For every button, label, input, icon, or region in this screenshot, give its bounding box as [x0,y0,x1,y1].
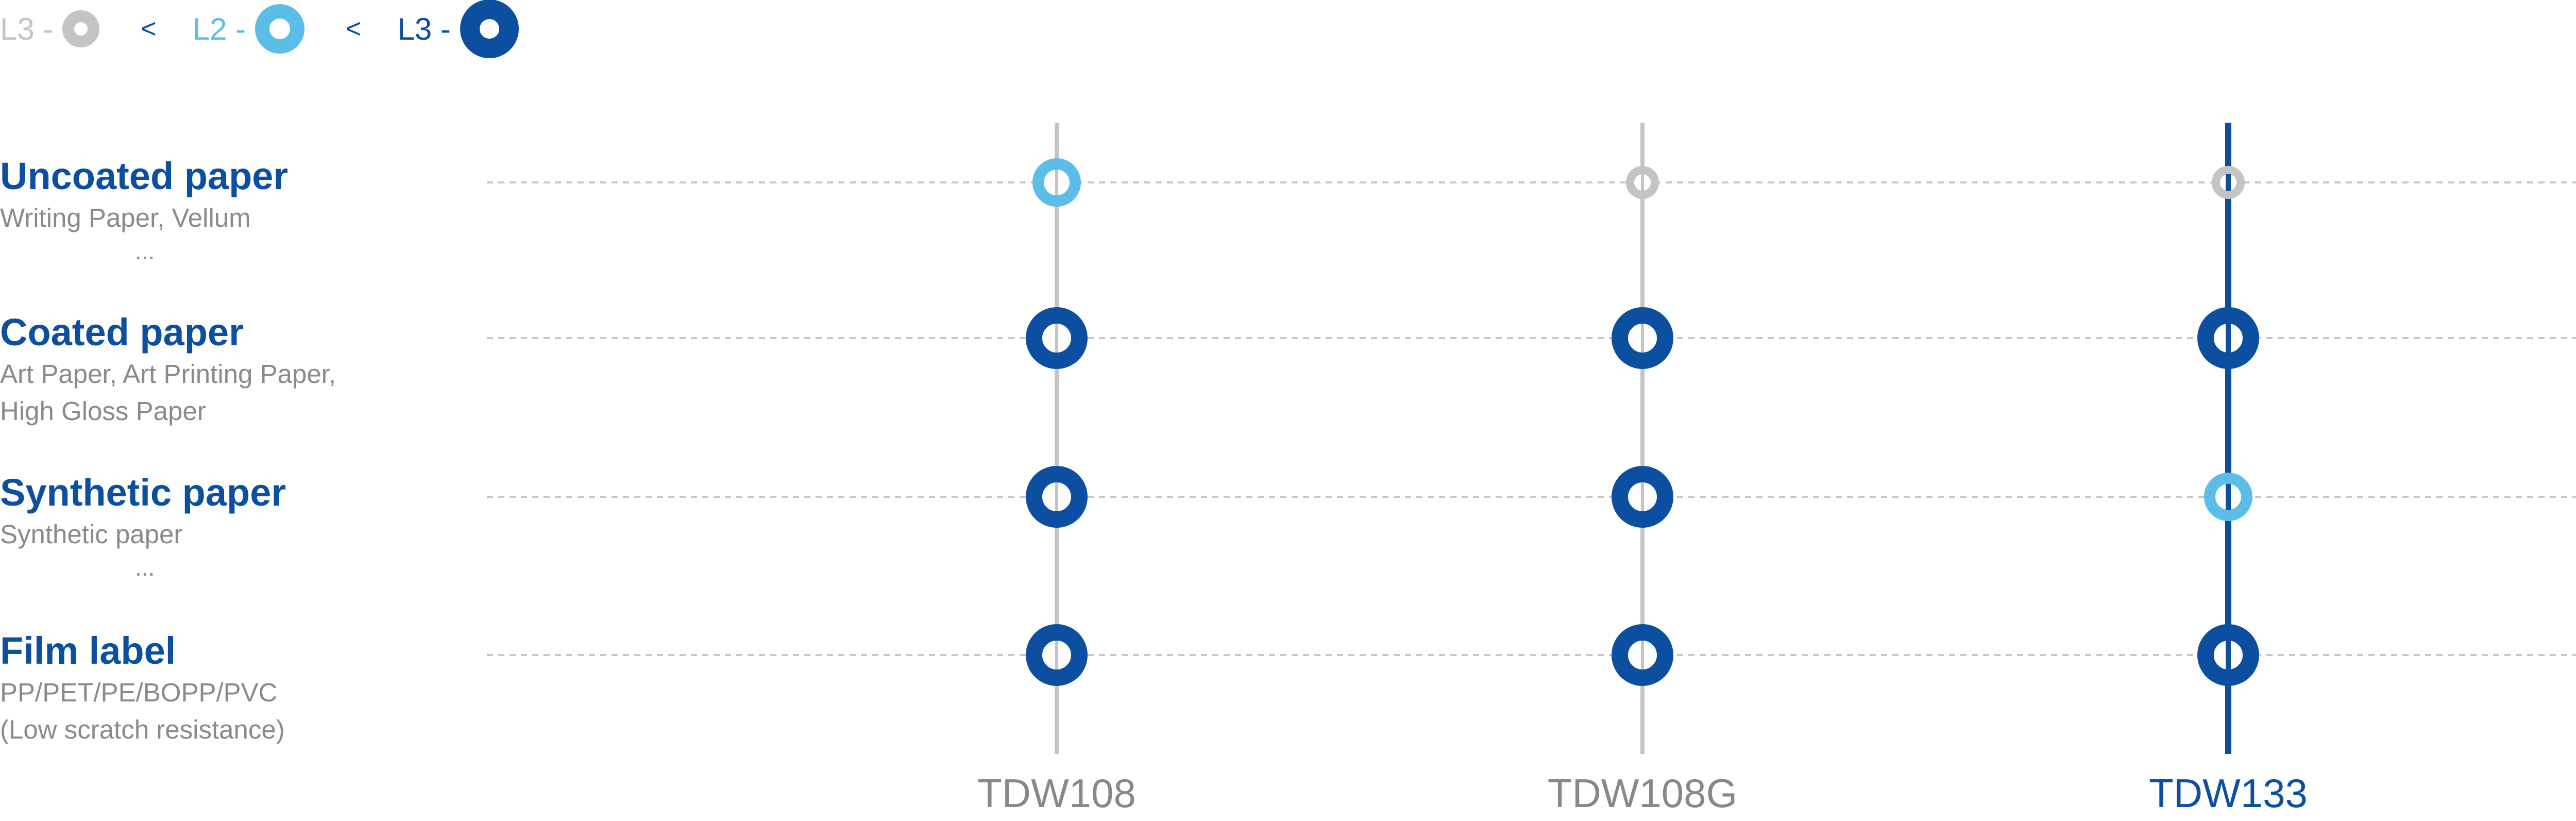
row-title: Synthetic paper [0,471,286,514]
legend-separator: < [346,14,362,44]
legend-label: L3 - [397,11,451,46]
row-more: ... [135,238,155,264]
row-desc: Art Paper, Art Printing Paper, [0,359,336,389]
ring-icon [62,10,100,47]
legend-label: L3 - [0,11,54,46]
row-title: Uncoated paper [0,155,289,197]
row-coated-paper: Coated paper Art Paper, Art Printing Pap… [0,309,464,430]
row-desc: Synthetic paper [0,520,183,549]
row-title: Film label [0,629,176,672]
row-desc: High Gloss Paper [0,396,206,426]
row-desc: (Low scratch resistance) [0,715,285,744]
legend-item-l2: L2 - [192,4,305,54]
row-synthetic-paper: Synthetic paper Synthetic paper ... [0,470,464,582]
row-desc: Writing Paper, Vellum [0,203,251,232]
row-film-label: Film label PP/PET/PE/BOPP/PVC (Low scrat… [0,628,464,748]
legend-separator: < [141,14,157,44]
legend-item-l3: L3 - [398,0,519,58]
row-desc: PP/PET/PE/BOPP/PVC [0,678,278,707]
row-uncoated-paper: Uncoated paper Writing Paper, Vellum ... [0,153,464,265]
product-label-tdw108g: TDW108G [1547,770,1738,816]
product-label-tdw133: TDW133 [2149,770,2308,816]
row-more: ... [135,554,155,581]
legend: L3 - < L2 - < L3 - [0,0,519,58]
legend-label: L2 - [192,11,246,46]
legend-item-l3-light: L3 - [0,10,100,47]
product-label-tdw108: TDW108 [977,770,1136,816]
row-title: Coated paper [0,311,244,354]
